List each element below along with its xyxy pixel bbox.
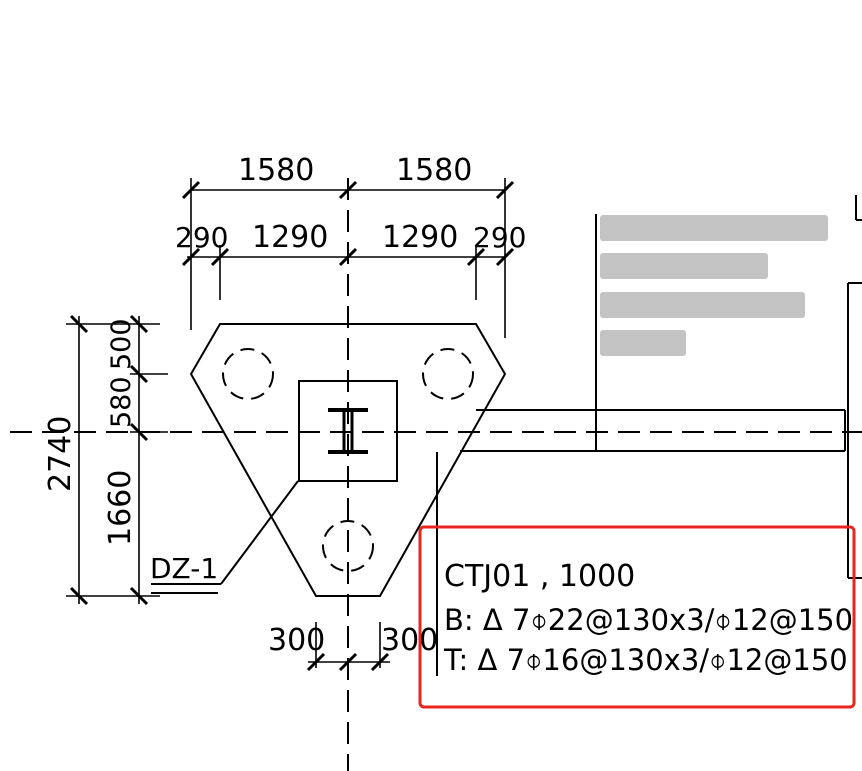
callout-line-3: T: Δ 7⌽16@130x3/⌽12@150 (443, 643, 848, 677)
dim-height-total: 2740 (43, 416, 78, 492)
pile-cap-outline (189, 323, 507, 597)
dim-height-lower: 1660 (103, 470, 138, 546)
pile-circle-bottom (322, 520, 374, 572)
bottom-dimension-chain (306, 622, 390, 672)
redacted-beam-annotation (600, 215, 828, 356)
column-label: DZ-1 (150, 552, 218, 585)
column-label-leader (151, 480, 299, 594)
steel-i-beam-icon (328, 408, 368, 454)
pile-circle-right (422, 348, 474, 400)
dim-left-edge: 290 (175, 221, 228, 254)
dim-bottom-left: 300 (268, 623, 325, 658)
dim-height-upper-b: 580 (106, 376, 137, 428)
dim-bottom-right: 300 (381, 623, 438, 658)
dim-top-right-total: 1580 (396, 153, 472, 188)
dim-height-upper-a: 500 (106, 318, 137, 370)
left-dimension-chain-inner (129, 314, 168, 606)
dim-right-inner: 1290 (382, 220, 458, 255)
top-dimension-chain-1 (181, 178, 515, 338)
right-edge-frame (847, 195, 862, 579)
top-dimension-chain-2 (181, 245, 515, 300)
callout-line-2: B: Δ 7⌽22@130x3/⌽12@150 (444, 603, 853, 637)
callout-line-1: CTJ01 , 1000 (444, 559, 635, 594)
dim-left-inner: 1290 (252, 220, 328, 255)
beam-right (460, 214, 846, 452)
dim-top-left-total: 1580 (238, 153, 314, 188)
highlight-box (418, 525, 856, 709)
column-box (298, 380, 398, 482)
left-dimension-chain-outer (66, 314, 160, 606)
dim-right-edge: 290 (473, 221, 526, 254)
pile-circle-left (222, 348, 274, 400)
